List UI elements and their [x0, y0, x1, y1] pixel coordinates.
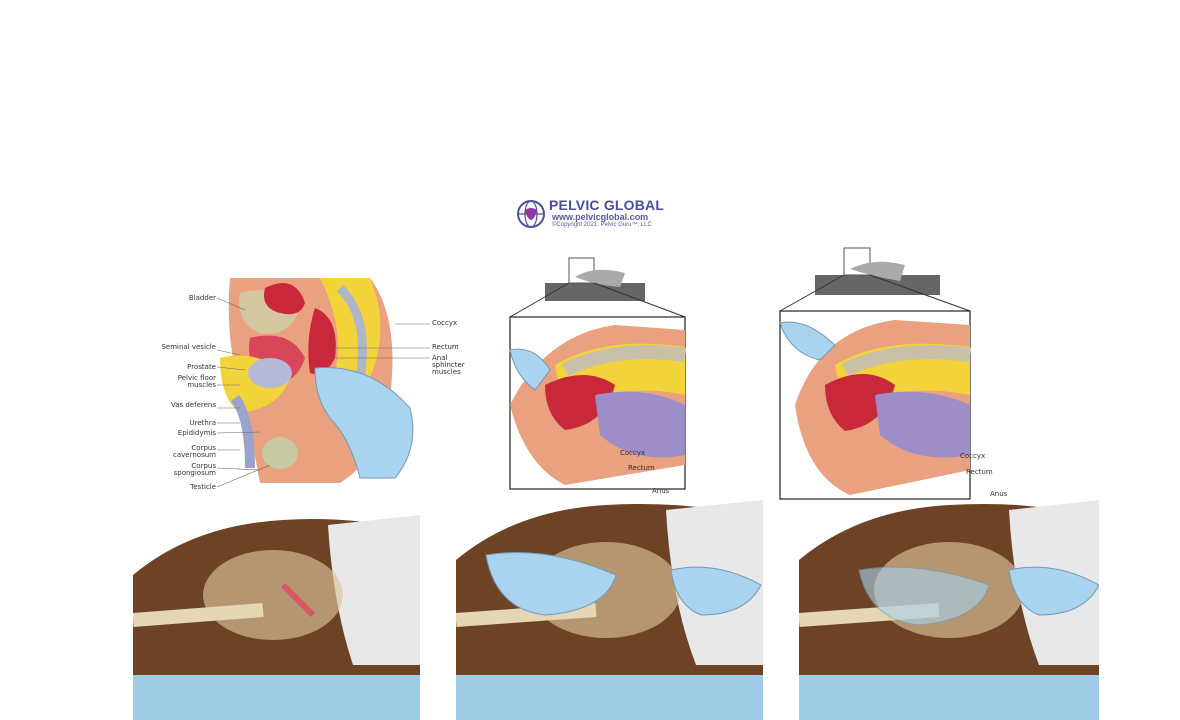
inset-diagram-panel-3 — [779, 247, 971, 500]
label-coccyx: Coccyx — [432, 319, 458, 327]
label-corpus-cavernosum: Corpus cavernosum — [173, 444, 216, 459]
patient-scene-1 — [133, 515, 420, 720]
panel2-label-coccyx: Coccyx — [620, 449, 646, 457]
label-urethra: Urethra — [189, 419, 216, 427]
pelvic-global-logo: PELVIC GLOBAL www.pelvicglobal.com ©Copy… — [516, 197, 666, 233]
panel3-label-rectum: Rectum — [966, 468, 993, 476]
inset-diagram-panel-2 — [509, 257, 686, 490]
label-bladder: Bladder — [188, 294, 216, 302]
label-corpus-spongiosum: Corpus spongiosum — [173, 462, 216, 477]
label-rectum: Rectum — [432, 343, 459, 351]
panel3-label-coccyx: Coccyx — [960, 452, 986, 460]
label-seminal-vesicle: Seminal vesicle — [161, 343, 216, 351]
label-anal-sphincter-muscles: Anal sphincter muscles — [432, 354, 465, 376]
panel2-label-rectum: Rectum — [628, 464, 655, 472]
logo-copyright: ©Copyright 2021, Pelvic Guru™, LLC — [552, 222, 652, 228]
panel3-label-anus: Anus — [990, 490, 1008, 498]
label-prostate: Prostate — [187, 363, 216, 371]
label-epididymis: Epididymis — [177, 429, 216, 437]
label-testicle: Testicle — [190, 483, 216, 491]
patient-scene-3 — [799, 500, 1099, 720]
patient-scene-2 — [456, 500, 763, 720]
globe-logo-icon — [517, 200, 545, 228]
sagittal-anatomy-illustration — [220, 278, 430, 483]
label-vas-deferens: Vas deferens — [170, 401, 216, 409]
logo-url: www.pelvicglobal.com — [552, 212, 649, 222]
panel2-label-anus: Anus — [652, 487, 670, 495]
logo-title: PELVIC GLOBAL — [549, 197, 665, 213]
label-pelvic-floor-muscles: Pelvic floor muscles — [177, 374, 216, 389]
